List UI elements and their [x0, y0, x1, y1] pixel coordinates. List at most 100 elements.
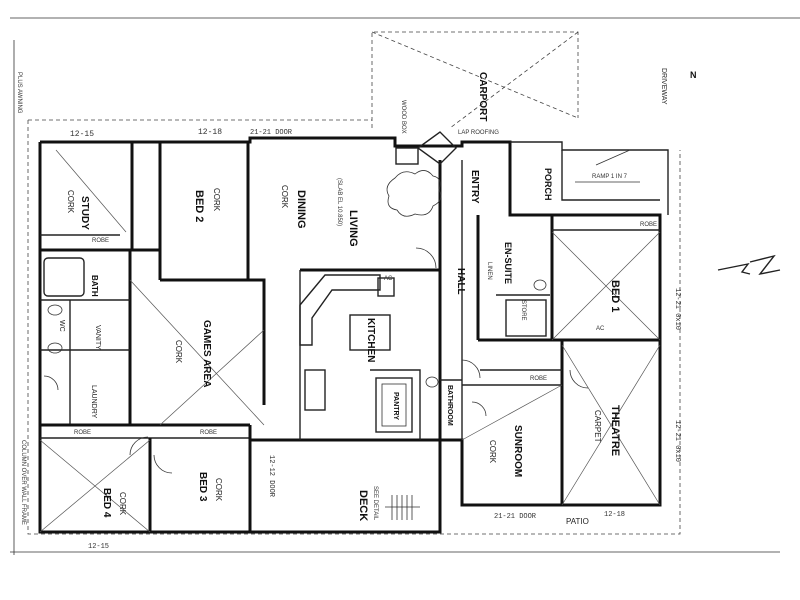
room-label-bed1: BED 1 — [609, 280, 621, 312]
deck-detail — [385, 495, 420, 520]
linen-label: LINEN — [486, 262, 492, 280]
room-label-bathroom: BATHROOM — [446, 385, 453, 426]
door-swing-theatre — [569, 369, 589, 389]
door-swing-bed4 — [129, 436, 149, 456]
diag-sunroom — [461, 384, 563, 441]
robe-label-sunroom: ROBE — [530, 376, 547, 382]
diag-games-b — [159, 329, 265, 426]
door-swing-bathroom — [471, 401, 487, 417]
room-label-carport: CARPORT — [477, 72, 488, 121]
room-label-bed3: BED 3 — [197, 472, 208, 502]
wall-games-top — [160, 278, 266, 405]
bathroom-basin — [425, 376, 439, 388]
room-label-porch: PORCH — [543, 168, 553, 201]
wall-pantry — [370, 369, 421, 440]
carport-diagonal — [371, 31, 579, 119]
room-label-pantry: PANTRY — [392, 392, 399, 420]
pantry-inner — [381, 383, 407, 427]
basin-1 — [47, 304, 63, 316]
room-label-sunroom: SUNROOM — [512, 425, 523, 477]
dim-top-mid: 12-18 — [198, 128, 222, 137]
living-furniture — [386, 170, 442, 217]
pantry-shelves — [375, 377, 413, 433]
ramp-arrow — [595, 149, 631, 166]
wood-box-label: WOOD BOX — [400, 100, 406, 134]
diag-theatre-b — [561, 344, 661, 506]
room-label-living: LIVING — [347, 210, 359, 247]
door-swing-laundry — [43, 375, 59, 391]
store-label: STORE — [520, 300, 526, 321]
bathtub — [43, 257, 85, 297]
room-label-dining: DINING — [295, 190, 307, 229]
door-swing-living — [415, 247, 437, 269]
robe-label-bed1: ROBE — [640, 222, 657, 228]
room-label-bed2: BED 2 — [193, 190, 205, 222]
carport-diagonal-2 — [449, 31, 579, 129]
porch-wall — [510, 141, 669, 215]
diag-bed4-b — [39, 439, 151, 533]
dim-right-theatre: 12-21 0x10 — [673, 420, 681, 462]
servery-bench — [304, 369, 326, 411]
bed3-floor: CORK — [214, 478, 223, 502]
dim-top-left: 12-15 — [70, 130, 94, 139]
room-label-study: STUDY — [79, 196, 90, 230]
bed2-floor: CORK — [212, 188, 221, 212]
dim-bottom-left: 12-15 — [88, 543, 109, 551]
room-label-laundry: LAUNDRY — [90, 385, 97, 419]
room-label-theatre: THEATRE — [609, 405, 621, 456]
column-label: COLUMN OVER WALL FRAME — [20, 440, 26, 525]
sunroom-floor: CORK — [488, 440, 497, 464]
robe-label-bed4: ROBE — [74, 430, 91, 436]
room-label-bath: BATH — [90, 275, 99, 297]
north-arrow — [717, 254, 781, 276]
lap-roofing-label: LAP ROOFING — [458, 130, 499, 136]
dining-floor: CORK — [280, 185, 289, 209]
door-swing-sunroom — [461, 359, 481, 379]
fireplace — [416, 131, 457, 165]
ac-label-kitchen: AC — [384, 276, 393, 282]
roof-outline — [27, 120, 681, 535]
dim-right-bed1: 12-21 0x10 — [673, 288, 681, 330]
ensuite-toilet — [533, 279, 547, 291]
room-label-kitchen: KITCHEN — [365, 318, 376, 362]
exterior-wall — [38, 136, 662, 534]
deck-note: SEE DETAIL — [372, 486, 378, 521]
room-label-bed4: BED 4 — [101, 488, 112, 518]
diag-games-a — [129, 279, 265, 426]
awning-label: PLUS AWNING — [16, 72, 22, 114]
room-label-entry: ENTRY — [469, 170, 480, 204]
porch-step — [561, 150, 660, 201]
study-floor: CORK — [66, 190, 75, 214]
room-label-wc: WC — [58, 320, 65, 332]
kitchen-sink — [377, 277, 395, 297]
diag-study — [55, 149, 127, 233]
wood-box — [395, 147, 419, 165]
kitchen-bench — [299, 274, 381, 346]
room-label-hall: HALL — [455, 268, 466, 295]
door-swing-bed3 — [153, 454, 173, 474]
patio-label: PATIO — [566, 517, 589, 526]
room-label-ensuite: EN-SUITE — [503, 242, 513, 284]
dining-slab-note: (SLAB EL 10.850) — [336, 178, 342, 226]
basin-2 — [47, 342, 63, 354]
robe-label-study: ROBE — [92, 238, 109, 244]
dim-bottom-deck: 21-21 DOOR — [494, 513, 537, 521]
driveway-label: DRIVEWAY — [660, 68, 667, 105]
bed4-floor: CORK — [118, 492, 127, 516]
ramp-label: RAMP 1 IN 7 — [592, 174, 628, 180]
robe-label-bed3: ROBE — [200, 430, 217, 436]
dim-deck-top: 12-12 DOOR — [267, 455, 275, 498]
kitchen-island — [349, 314, 391, 351]
dim-study-door: 21-21 DOOR — [250, 129, 293, 137]
north-label: N — [690, 70, 697, 80]
carport-outline — [371, 31, 579, 128]
room-label-games: GAMES AREA — [201, 320, 212, 387]
room-label-vanity: VANITY — [94, 325, 101, 350]
ensuite-shower — [505, 299, 547, 337]
theatre-floor: CARPET — [593, 410, 602, 443]
diag-bed1-b — [551, 231, 661, 341]
room-label-deck: DECK — [357, 490, 369, 521]
ac-label-bed1: AC — [596, 326, 605, 332]
games-floor: CORK — [174, 340, 183, 364]
